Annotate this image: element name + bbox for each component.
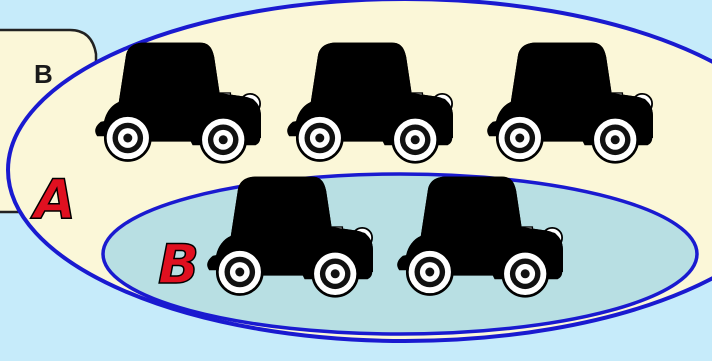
set-a-label: A [30,168,76,231]
panel-label: B [34,59,53,89]
set-b-label: B [158,233,199,296]
